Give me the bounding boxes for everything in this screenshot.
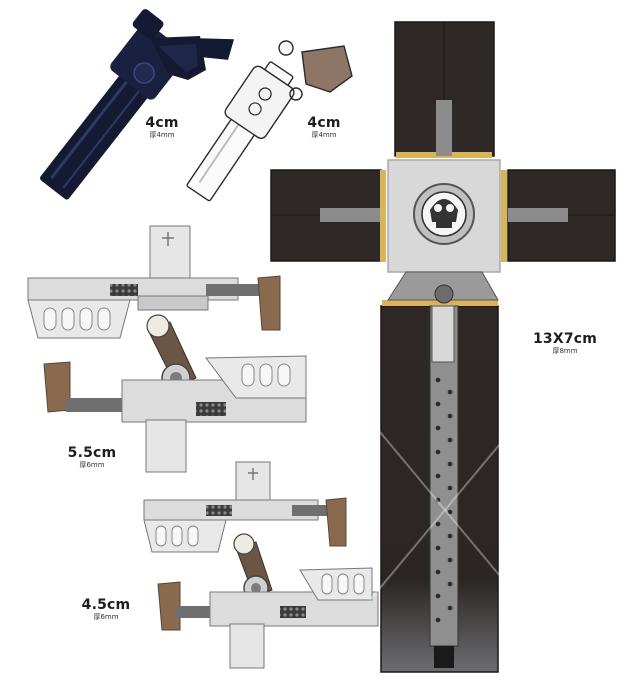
dark-gun-size: 4cm bbox=[145, 115, 179, 131]
white-gun-size-label: 4cm 厚4mm bbox=[300, 116, 348, 139]
mid-gun-pair-image bbox=[27, 225, 307, 473]
cross-thickness: 厚8mm bbox=[552, 347, 578, 355]
cross-image bbox=[270, 21, 616, 673]
cross-size: 13X7cm bbox=[532, 331, 598, 347]
small-gun-size: 4.5cm bbox=[81, 597, 131, 613]
mid-gun-size-label: 5.5cm 厚6mm bbox=[62, 446, 122, 469]
cross-size-label: 13X7cm 厚8mm bbox=[528, 332, 602, 355]
white-gun-thickness: 厚4mm bbox=[311, 131, 337, 139]
small-gun-thickness: 厚6mm bbox=[93, 613, 119, 621]
small-gun-pair-image bbox=[143, 461, 379, 669]
dark-gun-image bbox=[40, 9, 235, 200]
dark-gun-grip bbox=[150, 36, 206, 80]
small-gun-size-label: 4.5cm 厚6mm bbox=[76, 598, 136, 621]
mid-gun-size: 5.5cm bbox=[67, 445, 117, 461]
mid-gun-thickness: 厚6mm bbox=[79, 461, 105, 469]
white-revolver-image bbox=[186, 40, 353, 202]
watermark-lines bbox=[369, 419, 521, 601]
dark-gun-size-label: 4cm 厚4mm bbox=[138, 116, 186, 139]
white-gun-size: 4cm bbox=[307, 115, 341, 131]
dark-gun-thickness: 厚4mm bbox=[149, 131, 175, 139]
